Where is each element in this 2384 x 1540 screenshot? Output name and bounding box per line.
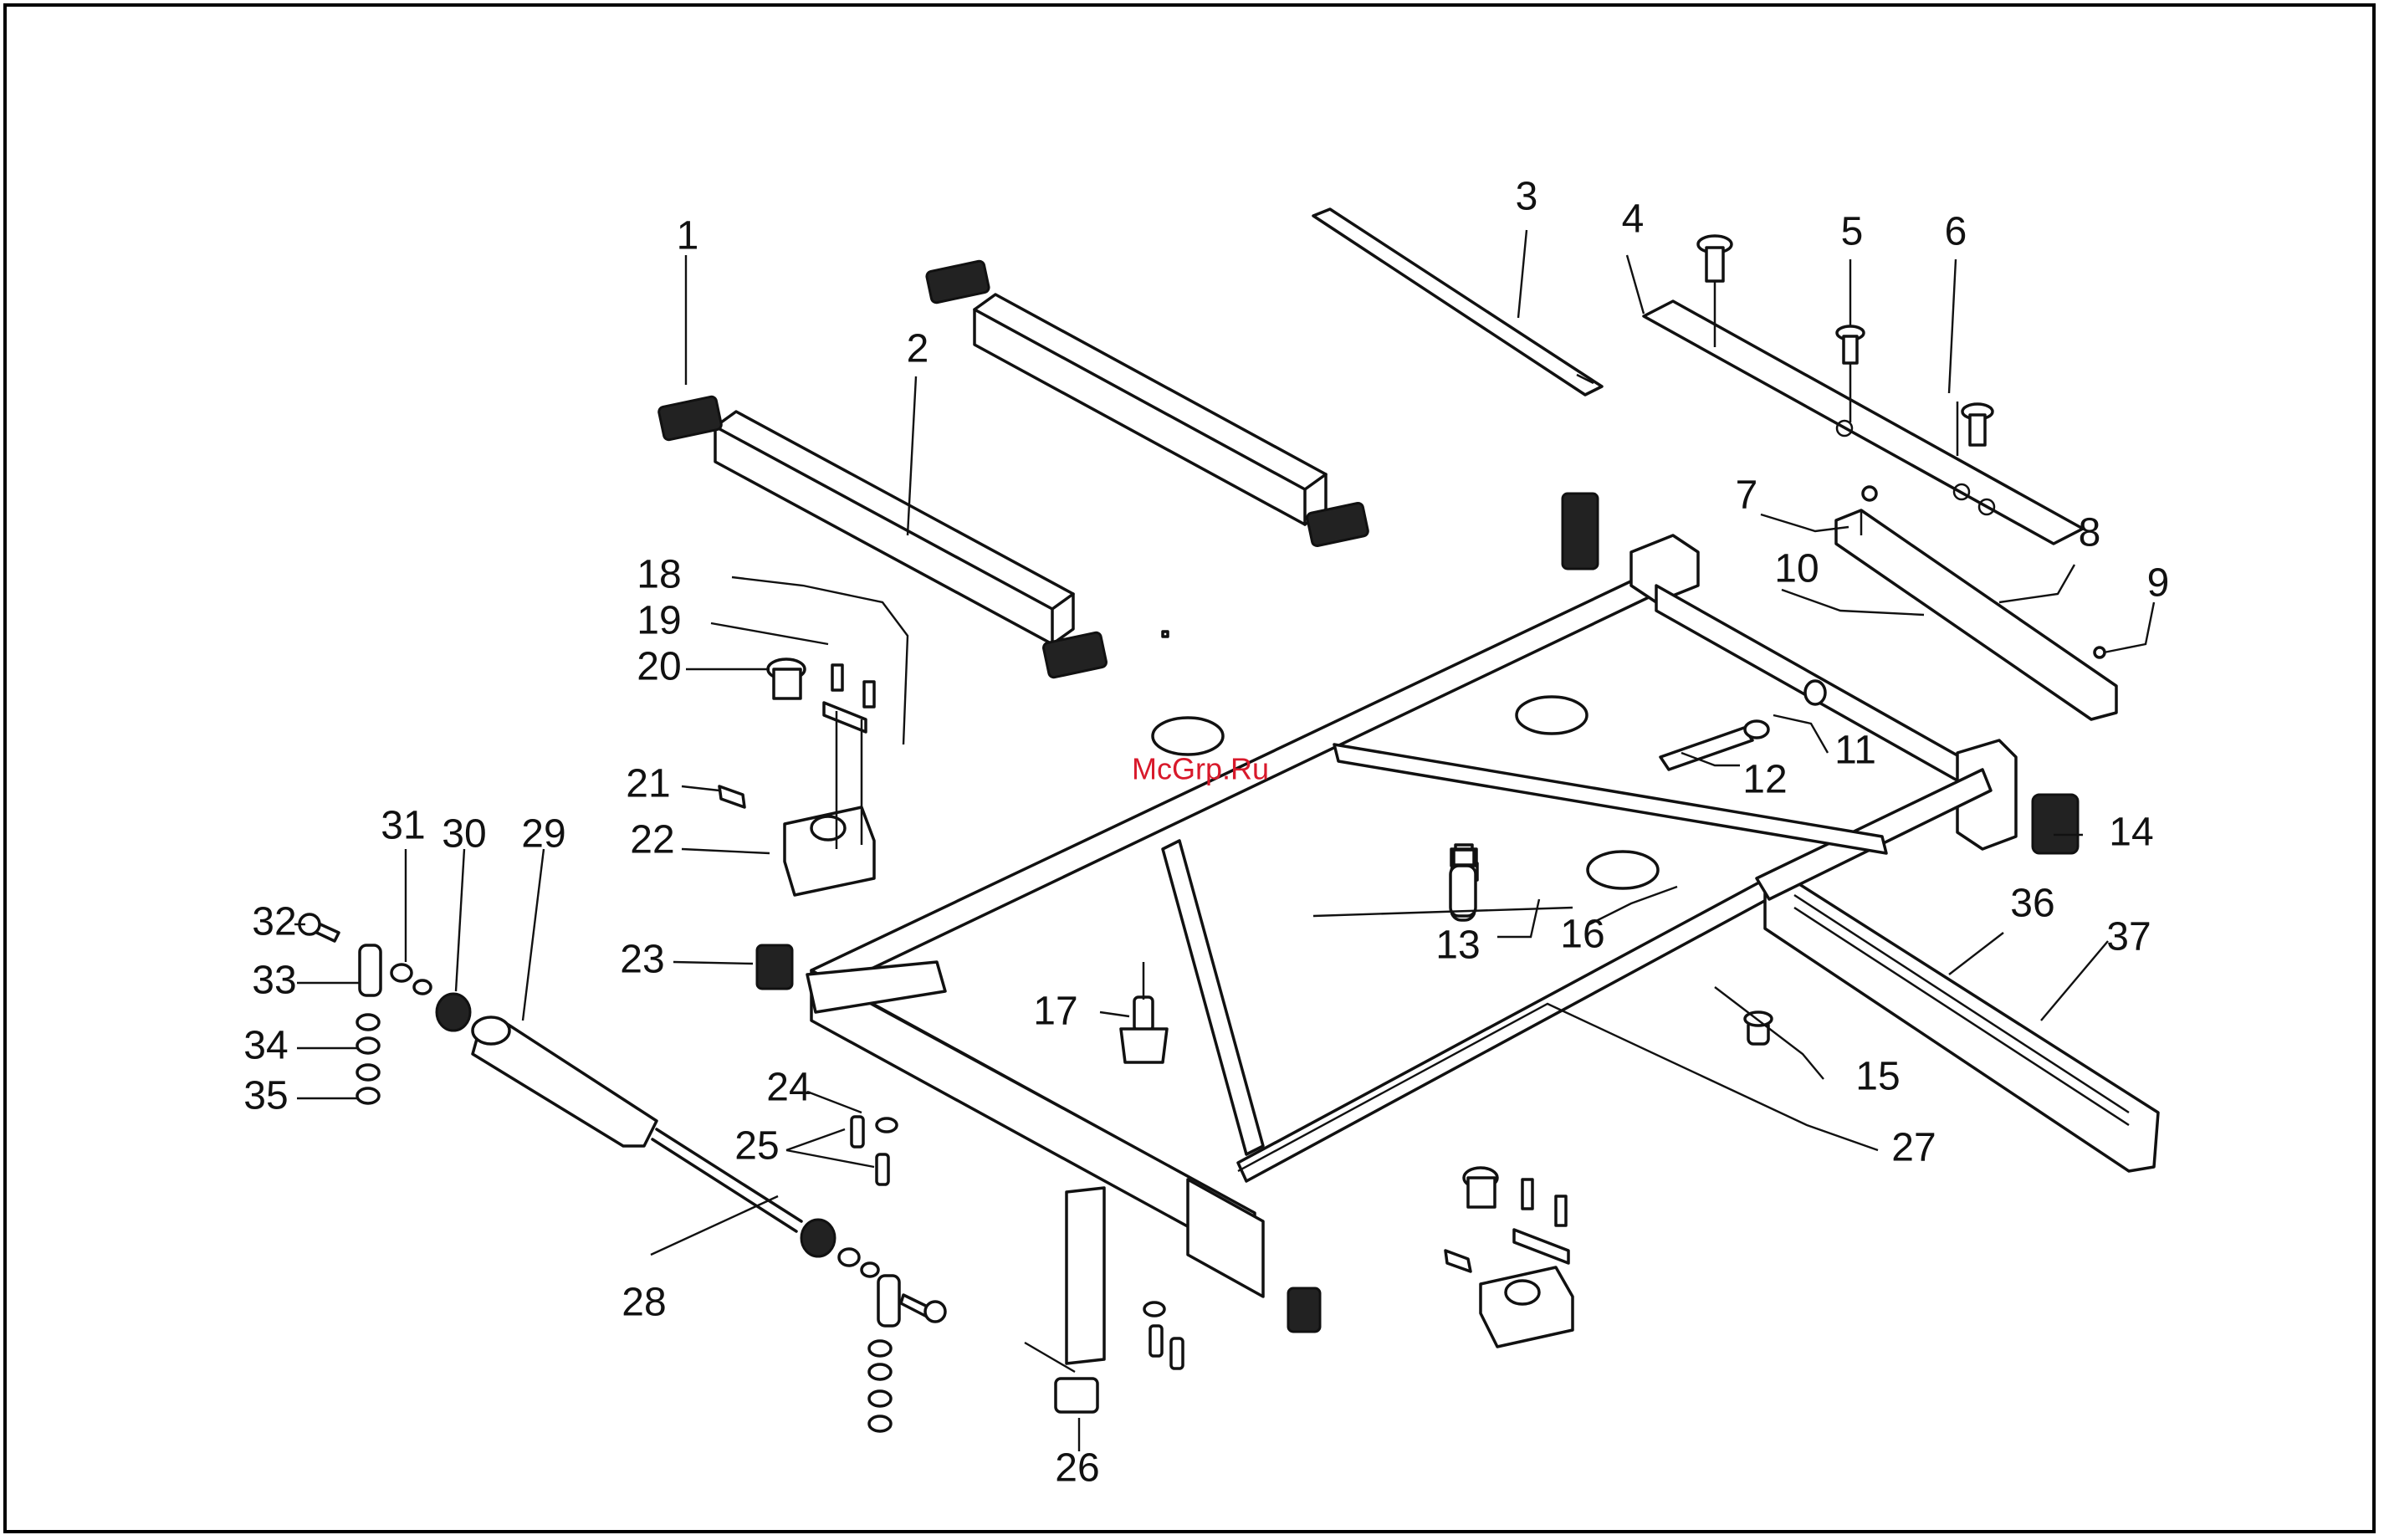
label-32: 32 xyxy=(252,900,296,944)
label-13: 13 xyxy=(1435,923,1480,968)
side-rail-left xyxy=(715,412,1073,644)
end-cap-1 xyxy=(658,396,723,441)
label-35: 35 xyxy=(243,1074,288,1118)
label-31: 31 xyxy=(381,804,425,848)
label-3: 3 xyxy=(1516,175,1538,219)
pin-12 xyxy=(1660,681,1825,770)
label-6: 6 xyxy=(1945,210,1967,254)
main-frame xyxy=(807,535,2158,1412)
label-24: 24 xyxy=(766,1066,811,1110)
label-17: 17 xyxy=(1033,990,1077,1034)
watermark: McGrp.Ru xyxy=(1132,752,1269,786)
end-cap-2b xyxy=(1307,502,1369,546)
label-15: 15 xyxy=(1855,1055,1900,1099)
label-7: 7 xyxy=(1736,473,1758,518)
bracket-lower xyxy=(1288,1168,1573,1347)
mount-plate-4 xyxy=(1644,301,2083,544)
label-27: 27 xyxy=(1891,1126,1936,1170)
disc-lower xyxy=(1588,852,1658,888)
label-26: 26 xyxy=(1055,1446,1099,1491)
disc-middle xyxy=(1517,697,1587,734)
label-37: 37 xyxy=(2106,915,2151,959)
label-2: 2 xyxy=(907,327,929,371)
flat-bar-3 xyxy=(1313,209,1602,395)
label-25: 25 xyxy=(734,1124,779,1169)
label-21: 21 xyxy=(626,762,670,806)
label-4: 4 xyxy=(1622,197,1645,242)
label-33: 33 xyxy=(252,959,296,1003)
bolts-misc xyxy=(852,494,1772,1369)
end-cap-1b xyxy=(926,260,990,304)
bracket-22 xyxy=(719,659,874,895)
label-19: 19 xyxy=(637,599,681,643)
label-29: 29 xyxy=(521,812,565,857)
slide-bar-8 xyxy=(1836,487,2116,719)
label-12: 12 xyxy=(1742,758,1787,802)
label-16: 16 xyxy=(1560,913,1604,957)
end-cap-14 xyxy=(2033,795,2078,853)
label-14: 14 xyxy=(2109,811,2153,855)
label-18: 18 xyxy=(637,553,681,597)
label-10: 10 xyxy=(1774,547,1819,591)
label-9: 9 xyxy=(2147,561,2170,606)
label-28: 28 xyxy=(622,1281,666,1325)
block-23 xyxy=(757,945,792,989)
disc-upper xyxy=(1153,718,1223,755)
label-8: 8 xyxy=(2079,511,2101,555)
roller-29 xyxy=(473,1017,657,1146)
label-1: 1 xyxy=(677,214,699,258)
label-22: 22 xyxy=(630,818,674,862)
side-rail-right xyxy=(975,294,1326,524)
label-23: 23 xyxy=(620,938,664,982)
label-5: 5 xyxy=(1841,210,1864,254)
label-34: 34 xyxy=(243,1024,288,1068)
label-36: 36 xyxy=(2010,882,2054,926)
label-11: 11 xyxy=(1834,729,1876,773)
label-20: 20 xyxy=(637,645,681,689)
label-30: 30 xyxy=(442,812,486,857)
